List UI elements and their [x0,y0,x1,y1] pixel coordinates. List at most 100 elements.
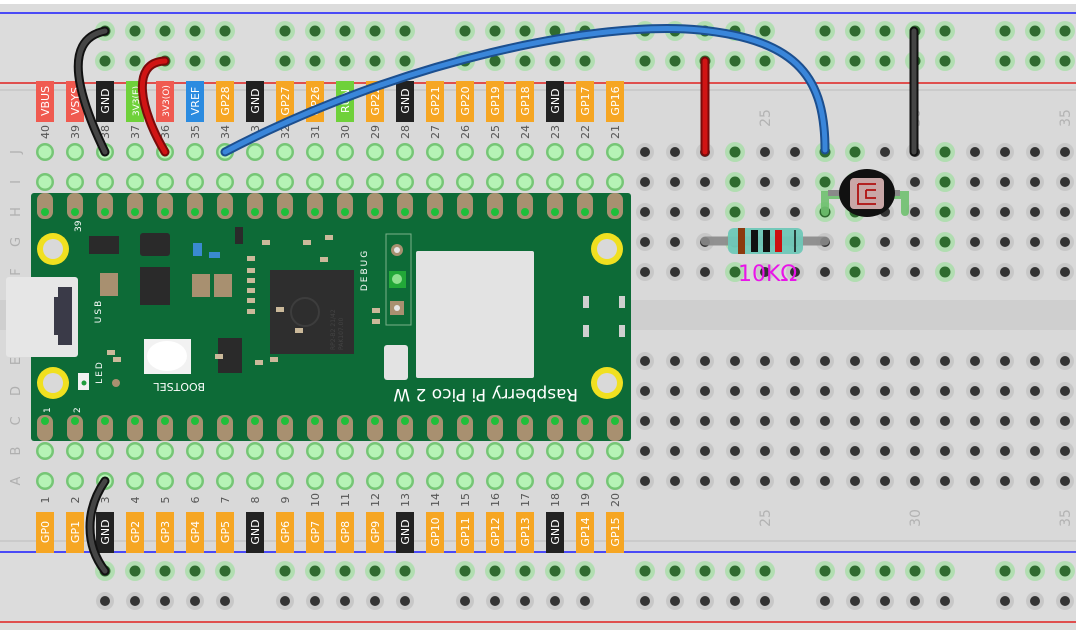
breadboard-hole[interactable] [606,173,624,191]
rail-hole[interactable] [666,592,684,610]
breadboard-hole[interactable] [696,442,714,460]
breadboard-hole[interactable] [756,143,774,161]
rail-hole[interactable] [276,592,294,610]
breadboard-hole[interactable] [876,143,894,161]
rail-hole[interactable] [726,592,744,610]
breadboard-hole[interactable] [846,382,864,400]
breadboard-hole[interactable] [935,262,955,282]
rail-hole[interactable] [575,51,595,71]
rail-hole[interactable] [635,51,655,71]
rail-hole[interactable] [995,21,1015,41]
breadboard-hole[interactable] [1026,263,1044,281]
breadboard-hole[interactable] [276,143,294,161]
resistor[interactable] [700,228,830,254]
breadboard-hole[interactable] [1056,442,1074,460]
rail-hole[interactable] [306,592,324,610]
rail-hole[interactable] [845,51,865,71]
breadboard-hole[interactable] [935,172,955,192]
rail-hole[interactable] [1055,21,1075,41]
breadboard-hole[interactable] [456,442,474,460]
breadboard-hole[interactable] [935,142,955,162]
breadboard-hole[interactable] [186,442,204,460]
rail-hole[interactable] [875,51,895,71]
breadboard-hole[interactable] [786,352,804,370]
breadboard-hole[interactable] [786,143,804,161]
rail-hole[interactable] [665,561,685,581]
breadboard-hole[interactable] [636,143,654,161]
breadboard-hole[interactable] [846,412,864,430]
breadboard-hole[interactable] [786,263,804,281]
breadboard-hole[interactable] [966,412,984,430]
breadboard-hole[interactable] [366,173,384,191]
breadboard-hole[interactable] [126,173,144,191]
rail-hole[interactable] [156,592,174,610]
breadboard-hole[interactable] [636,233,654,251]
breadboard-hole[interactable] [845,262,865,282]
breadboard-hole[interactable] [936,412,954,430]
photoresistor[interactable] [821,169,909,217]
rail-hole[interactable] [665,51,685,71]
breadboard-hole[interactable] [935,202,955,222]
rail-hole[interactable] [696,592,714,610]
rail-hole[interactable] [1025,561,1045,581]
rail-hole[interactable] [845,561,865,581]
rail-hole[interactable] [485,561,505,581]
rail-hole[interactable] [455,561,475,581]
breadboard-hole[interactable] [1056,472,1074,490]
breadboard-hole[interactable] [216,472,234,490]
breadboard-hole[interactable] [786,203,804,221]
rail-hole[interactable] [905,561,925,581]
breadboard-hole[interactable] [906,412,924,430]
rail-hole[interactable] [365,51,385,71]
breadboard-hole[interactable] [996,382,1014,400]
breadboard-hole[interactable] [696,472,714,490]
breadboard-hole[interactable] [816,442,834,460]
rail-hole[interactable] [335,51,355,71]
rail-hole[interactable] [155,561,175,581]
breadboard-hole[interactable] [666,203,684,221]
breadboard-hole[interactable] [276,472,294,490]
breadboard-hole[interactable] [996,263,1014,281]
breadboard-hole[interactable] [486,143,504,161]
breadboard-hole[interactable] [486,442,504,460]
breadboard-hole[interactable] [725,172,745,192]
rail-hole[interactable] [1025,21,1045,41]
breadboard-hole[interactable] [576,442,594,460]
breadboard-hole[interactable] [1056,382,1074,400]
breadboard-hole[interactable] [876,472,894,490]
rail-hole[interactable] [816,592,834,610]
breadboard-hole[interactable] [966,173,984,191]
rail-hole[interactable] [845,21,865,41]
rail-hole[interactable] [305,21,325,41]
breadboard-hole[interactable] [756,263,774,281]
breadboard-hole[interactable] [756,382,774,400]
breadboard-hole[interactable] [786,472,804,490]
rail-hole[interactable] [275,561,295,581]
rail-hole[interactable] [305,51,325,71]
breadboard-hole[interactable] [336,442,354,460]
rail-hole[interactable] [815,561,835,581]
rail-hole[interactable] [756,592,774,610]
rail-hole[interactable] [215,21,235,41]
rail-hole[interactable] [365,561,385,581]
breadboard-hole[interactable] [726,412,744,430]
breadboard-hole[interactable] [756,442,774,460]
breadboard-hole[interactable] [396,173,414,191]
rail-hole[interactable] [755,561,775,581]
rail-hole[interactable] [185,21,205,41]
breadboard-hole[interactable] [246,472,264,490]
rail-hole[interactable] [846,592,864,610]
breadboard-hole[interactable] [366,143,384,161]
breadboard-hole[interactable] [756,472,774,490]
breadboard-hole[interactable] [486,472,504,490]
breadboard-hole[interactable] [996,233,1014,251]
rail-hole[interactable] [186,592,204,610]
breadboard-hole[interactable] [486,173,504,191]
rail-hole[interactable] [455,21,475,41]
breadboard-hole[interactable] [426,143,444,161]
rail-hole[interactable] [395,21,415,41]
breadboard-hole[interactable] [456,173,474,191]
breadboard-hole[interactable] [906,352,924,370]
breadboard-hole[interactable] [816,382,834,400]
breadboard-hole[interactable] [36,143,54,161]
